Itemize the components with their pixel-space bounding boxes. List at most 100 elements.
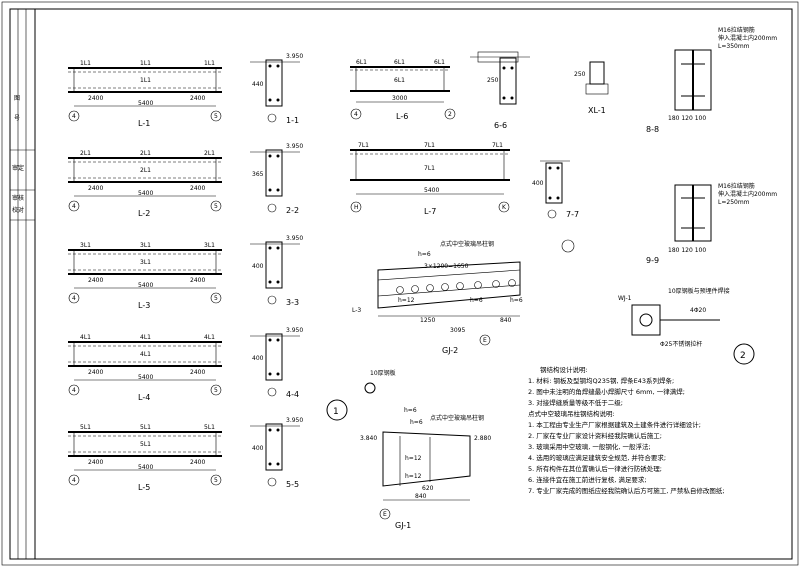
beam-5-name: L-5 xyxy=(138,483,150,492)
gj1-h4: h=12 xyxy=(405,473,422,480)
beam-2-dim-total: 5400 xyxy=(138,190,153,197)
s99-note3: L=250mm xyxy=(718,199,750,206)
beam-2-axis-right: 5 xyxy=(214,203,218,210)
gj2-h2: h=12 xyxy=(398,297,415,304)
beam-2-dim-left: 2400 xyxy=(88,185,103,192)
section-2-elev: 3.950 xyxy=(286,143,303,150)
gj1-h2: h=6 xyxy=(410,419,423,426)
l6-top-left: 6L1 xyxy=(356,59,367,66)
gj2-dim1: 1250 xyxy=(420,317,435,324)
title-block-row1: 审定 xyxy=(12,164,24,172)
beam-5-dim-right: 2400 xyxy=(190,459,205,466)
title-block-col1: 图 xyxy=(14,95,20,102)
gj-1-frame: 点式中空玻璃吊柱钢 10厚钢板 h=6 h=6 h=12 h=12 3.840 … xyxy=(360,369,491,530)
beam-2-dim-right: 2400 xyxy=(190,185,205,192)
s99-note2: 伸入混凝土内200mm xyxy=(718,190,777,198)
title-block-strip: 图 号 审定 审核 校对 xyxy=(9,8,36,560)
section-2-dim: 365 xyxy=(252,171,264,178)
beam-5-dim-left: 2400 xyxy=(88,459,103,466)
section-4-name: 4-4 xyxy=(286,390,299,399)
gj1-name: GJ-1 xyxy=(395,521,411,530)
gj1-axis: E xyxy=(383,511,387,518)
beam-3-dim-left: 2400 xyxy=(88,277,103,284)
beam-4-mid-mid: 4L1 xyxy=(140,351,151,358)
beam-3-dim-total: 5400 xyxy=(138,282,153,289)
notes-line: 4. 选用的玻璃应满足建筑安全规范, 并符合要求; xyxy=(528,453,666,462)
design-notes: 钢结构设计说明: 1. 材料: 钢板及型钢均Q235钢, 焊条E43系列焊条;2… xyxy=(528,365,725,495)
section-7-7: 400 7-7 xyxy=(532,160,579,219)
beam-1-axis-left: 4 xyxy=(72,113,76,120)
beam-1-top-left: 1L1 xyxy=(80,60,91,67)
section-6-6: 250 6-6 xyxy=(470,51,530,130)
xl-dim: 250 xyxy=(574,71,586,78)
s88-note3: L=350mm xyxy=(718,43,750,50)
notes-title: 钢结构设计说明: xyxy=(540,365,588,374)
wj1-plate: Φ25不锈钢拉杆 xyxy=(660,340,702,348)
wj1-note: 10厚钢板与预埋件焊接 xyxy=(668,287,730,295)
s99-note1: M16拉结钢筋 xyxy=(718,182,755,190)
beam-4-top-mid: 4L1 xyxy=(140,334,151,341)
beam-5-top-mid: 5L1 xyxy=(140,424,151,431)
section-3-dim: 400 xyxy=(252,263,264,270)
detail-mark-2-label: 2 xyxy=(740,351,746,361)
notes-line: 6. 连接件宜在施工前进行复核, 满足要求; xyxy=(528,475,647,484)
beam-l6: 6L1 6L1 6L1 6L1 3000 4 2 L-6 xyxy=(350,59,456,121)
notes-line: 2. 厂家在专业厂家设计资料经我院确认后施工; xyxy=(528,431,662,440)
gj1-elev2: 2.880 xyxy=(474,435,491,442)
gj-2-frame: 点式中空玻璃吊柱钢 h=6 3×1200=1650 h=12 h=6 h=6 L… xyxy=(352,239,575,355)
beam-4-axis-right: 5 xyxy=(214,387,218,394)
notes-line: 7. 专业厂家完成的图纸应经我院确认后方可施工, 严禁私自修改图纸; xyxy=(528,486,725,495)
beam-5-top-right: 5L1 xyxy=(204,424,215,431)
gj1-h3: h=12 xyxy=(405,455,422,462)
notes-line: 1. 本工程由专业生产厂家根据建筑及土建条件进行详细设计; xyxy=(528,420,701,429)
beam-5-axis-left: 4 xyxy=(72,477,76,484)
beam-4-name: L-4 xyxy=(138,393,150,402)
title-block-col2: 号 xyxy=(14,115,20,122)
s77-dim: 400 xyxy=(532,180,544,187)
section-8-8: M16拉结钢筋 伸入混凝土内200mm L=350mm 180 120 100 … xyxy=(646,26,777,134)
beam-1-dim-total: 5400 xyxy=(138,100,153,107)
beam-3-name: L-3 xyxy=(138,301,150,310)
beam-4-top-left: 4L1 xyxy=(80,334,91,341)
wj-1: WJ-1 10厚钢板与预埋件焊接 4Φ20 Φ25不锈钢拉杆 xyxy=(618,287,730,348)
l6-axis-left: 4 xyxy=(354,111,358,118)
beam-2-mid-mid: 2L1 xyxy=(140,167,151,174)
beam-3-dim-right: 2400 xyxy=(190,277,205,284)
beam-1-axis-right: 5 xyxy=(214,113,218,120)
l6-dim-total: 3000 xyxy=(392,95,407,102)
detail-mark-2: 2 xyxy=(733,343,755,365)
beam-5-mid-mid: 5L1 xyxy=(140,441,151,448)
notes-line: 3. 玻璃采用中空玻璃, 一般钢化, 一般浮法; xyxy=(528,442,651,451)
gj2-h3: h=6 xyxy=(470,297,483,304)
gj2-h4: h=6 xyxy=(510,297,523,304)
section-1-dim: 440 xyxy=(252,81,264,88)
beam-1-dim-left: 2400 xyxy=(88,95,103,102)
beam-1-top-mid: 1L1 xyxy=(140,60,151,67)
beam-4-dim-right: 2400 xyxy=(190,369,205,376)
l7-top-left: 7L1 xyxy=(358,142,369,149)
beam-3-axis-left: 4 xyxy=(72,295,76,302)
beam-2-top-left: 2L1 xyxy=(80,150,91,157)
section-1-elev: 3.950 xyxy=(286,53,303,60)
s88-note2: 伸入混凝土内200mm xyxy=(718,34,777,42)
beam-1-name: L-1 xyxy=(138,119,150,128)
gj2-dim3: 3095 xyxy=(450,327,465,334)
l6-top-right: 6L1 xyxy=(434,59,445,66)
s66-name: 6-6 xyxy=(494,121,507,130)
gj2-name: GJ-2 xyxy=(442,346,458,355)
beam-1-top-right: 1L1 xyxy=(204,60,215,67)
l7-dim-total: 5400 xyxy=(424,187,439,194)
beam-2-axis-left: 4 xyxy=(72,203,76,210)
gj1-elev1: 3.840 xyxy=(360,435,377,442)
section-5-dim: 400 xyxy=(252,445,264,452)
beam-3-top-mid: 3L1 xyxy=(140,242,151,249)
gj2-dim-slots: 3×1200=1650 xyxy=(424,263,469,270)
beam-3-top-right: 3L1 xyxy=(204,242,215,249)
beam-3-mid-mid: 3L1 xyxy=(140,259,151,266)
